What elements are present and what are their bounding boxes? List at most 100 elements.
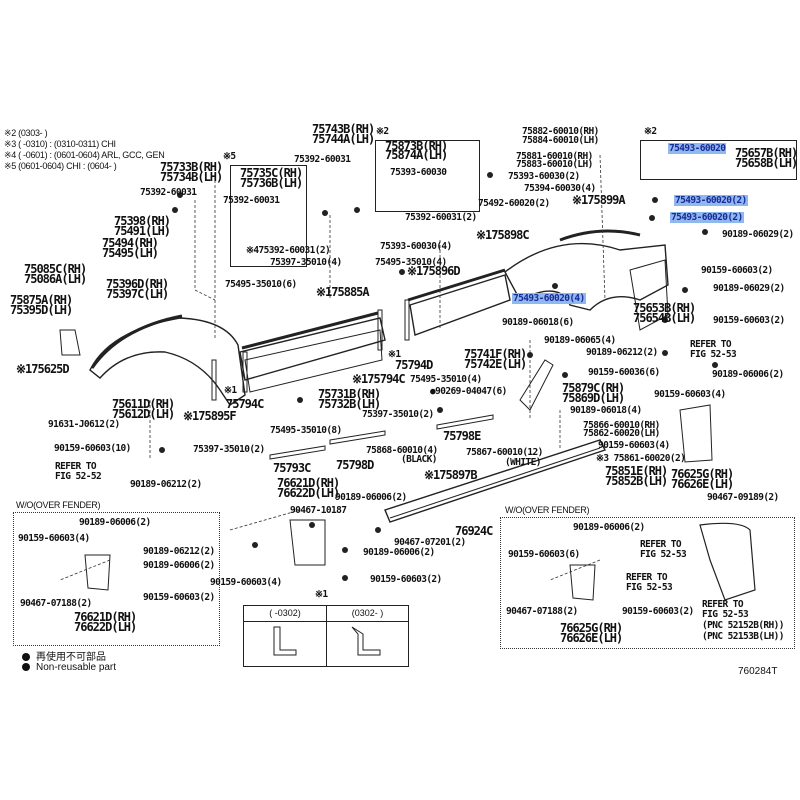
refer-note[interactable]: REFER TO — [55, 461, 97, 472]
part-label[interactable]: ●90269-04047(6) — [430, 386, 507, 397]
part-label[interactable]: 90189-06212(2) — [143, 546, 215, 557]
part-label[interactable]: 76625G(RH) — [560, 621, 623, 635]
part-label[interactable]: 90189-06018(6) — [502, 317, 574, 328]
part-label[interactable]: 75397-35010(4) — [270, 257, 342, 268]
part-label[interactable]: ※3 75861-60020(2) — [596, 453, 686, 464]
part-label[interactable]: 75798D — [336, 458, 374, 472]
part-label[interactable]: 75875A(RH) — [10, 293, 73, 307]
refer-note[interactable]: FIG 52-53 — [640, 549, 687, 560]
part-label[interactable]: 75392-60031(2) — [405, 212, 477, 223]
part-label[interactable]: 76621D(RH) — [277, 476, 340, 490]
part-label[interactable]: 90159-60603(4) — [654, 389, 726, 400]
part-label[interactable]: 75882-60010(RH) — [522, 126, 599, 137]
part-label[interactable]: 75867-60010(12) — [466, 447, 543, 458]
part-label[interactable]: 75393-60030(4) — [380, 241, 452, 252]
part-label[interactable]: 90189-06006(2) — [79, 517, 151, 528]
part-label[interactable]: 75793C — [273, 461, 311, 475]
part-label[interactable]: 75395D(LH) — [10, 303, 73, 317]
part-label[interactable]: 90159-60603(10) — [54, 443, 131, 454]
part-label[interactable]: 75852B(LH) — [605, 474, 668, 488]
part-label[interactable]: 75394-60030(4) — [524, 183, 596, 194]
part-label[interactable]: 90189-06006(2) — [712, 369, 784, 380]
part-label[interactable]: 90467-07188(2) — [20, 598, 92, 609]
part-label[interactable]: 90467-10187 — [290, 505, 347, 516]
part-label[interactable]: 76625G(RH) — [671, 467, 734, 481]
part-label[interactable]: 75794D — [395, 358, 433, 372]
part-label[interactable]: ※175625D — [16, 362, 70, 376]
part-label[interactable]: 75397-35010(2) — [193, 444, 265, 455]
part-label[interactable]: 75741F(RH) — [464, 347, 527, 361]
refer-note[interactable]: REFER TO — [626, 572, 668, 583]
part-label[interactable]: 90159-60036(6) — [588, 367, 660, 378]
part-label[interactable]: 76626E(LH) — [560, 631, 623, 645]
part-label[interactable]: 75085C(RH) — [24, 262, 87, 276]
part-label[interactable]: 75392-60031 — [294, 154, 351, 165]
part-label[interactable]: 90189-06006(2) — [573, 522, 645, 533]
part-label[interactable]: 90189-06006(2) — [143, 560, 215, 571]
part-label[interactable]: 90159-60603(4) — [210, 577, 282, 588]
part-label[interactable]: 75883-60010(LH) — [516, 159, 593, 170]
part-label[interactable]: 75492-60020(2) — [478, 198, 550, 209]
part-label[interactable]: 90189-06029(2) — [722, 229, 794, 240]
refer-note[interactable]: FIG 52-53 — [626, 582, 673, 593]
part-label[interactable]: ※475392-60031(2) — [246, 245, 331, 256]
part-label[interactable]: 75396D(RH) — [106, 277, 169, 291]
part-label[interactable]: 76622D(LH) — [74, 620, 137, 634]
part-label[interactable]: 90159-60603(4) — [18, 533, 90, 544]
part-label[interactable]: 75874A(LH) — [385, 148, 448, 162]
part-label[interactable]: 75494(RH) — [102, 236, 159, 250]
part-label[interactable]: 75397-35010(2) — [362, 409, 434, 420]
part-label[interactable]: 75736B(LH) — [240, 176, 303, 190]
part-label[interactable]: 75393-60030 — [390, 167, 447, 178]
part-label[interactable]: 75743B(RH) — [312, 122, 375, 136]
part-label[interactable]: 75495-35010(4) — [410, 374, 482, 385]
part-label[interactable]: ※175899A — [572, 193, 626, 207]
part-label[interactable]: 91631-J0612(2) — [48, 419, 120, 430]
part-label[interactable]: 75735C(RH) — [240, 166, 303, 180]
part-label[interactable]: 75866-60010(RH) — [583, 420, 660, 431]
refer-note[interactable]: REFER TO — [702, 599, 744, 610]
part-label[interactable]: ※175898C — [476, 228, 530, 242]
part-label[interactable]: 75495-35010(4) — [375, 257, 447, 268]
part-label[interactable]: 75654B(LH) — [633, 311, 696, 325]
part-label[interactable]: 90159-60603(2) — [713, 315, 785, 326]
part-label[interactable]: 90189-06006(2) — [335, 492, 407, 503]
part-label[interactable]: 75879C(RH) — [562, 381, 625, 395]
part-label[interactable]: 75733B(RH) — [160, 160, 223, 174]
part-label-highlighted[interactable]: 75493-60020(2) — [670, 212, 744, 223]
part-label[interactable]: 76622D(LH) — [277, 486, 340, 500]
part-label[interactable]: 75868-60010(4) — [366, 445, 438, 456]
part-label[interactable]: 75397C(LH) — [106, 287, 169, 301]
part-label[interactable]: 75794C — [226, 397, 264, 411]
part-label[interactable]: 75491(LH) — [114, 224, 171, 238]
part-label-highlighted[interactable]: 75493-60020(4) — [512, 293, 586, 304]
part-label[interactable]: 75873B(RH) — [385, 139, 448, 153]
part-label[interactable]: 76924C — [455, 524, 493, 538]
part-label[interactable]: 75653B(RH) — [633, 301, 696, 315]
part-label[interactable]: 76626E(LH) — [671, 477, 734, 491]
part-label[interactable]: 90189-06018(4) — [570, 405, 642, 416]
part-label[interactable]: 90159-60603(4) — [598, 440, 670, 451]
part-label[interactable]: 75734B(LH) — [160, 170, 223, 184]
part-label[interactable]: 75612D(LH) — [112, 407, 175, 421]
part-label[interactable]: 90159-60603(2) — [143, 592, 215, 603]
part-label[interactable]: 90467-09189(2) — [707, 492, 779, 503]
part-label[interactable]: 75495-35010(6) — [225, 279, 297, 290]
part-label[interactable]: ※175885A — [316, 285, 370, 299]
part-label[interactable]: 90189-06006(2) — [363, 547, 435, 558]
part-label[interactable]: 75862-60020(LH) — [583, 428, 660, 439]
part-label[interactable]: 75731B(RH) — [318, 387, 381, 401]
part-label[interactable]: 75742E(LH) — [464, 357, 527, 371]
refer-note[interactable]: REFER TO — [690, 339, 732, 350]
part-label[interactable]: 75392-60031 — [223, 195, 280, 206]
part-label[interactable]: 75393-60030(2) — [508, 171, 580, 182]
part-label[interactable]: 75732B(LH) — [318, 397, 381, 411]
part-label-highlighted[interactable]: 75493-60020 — [668, 143, 727, 154]
part-label[interactable]: 75798E — [443, 429, 481, 443]
refer-note[interactable]: FIG 52-53 — [702, 609, 749, 620]
part-label[interactable]: 75881-60010(RH) — [516, 151, 593, 162]
part-label[interactable]: 75495(LH) — [102, 246, 159, 260]
part-label[interactable]: 90189-06029(2) — [713, 283, 785, 294]
part-label[interactable]: 90159-60603(2) — [370, 574, 442, 585]
part-label[interactable]: 90159-60603(6) — [508, 549, 580, 560]
